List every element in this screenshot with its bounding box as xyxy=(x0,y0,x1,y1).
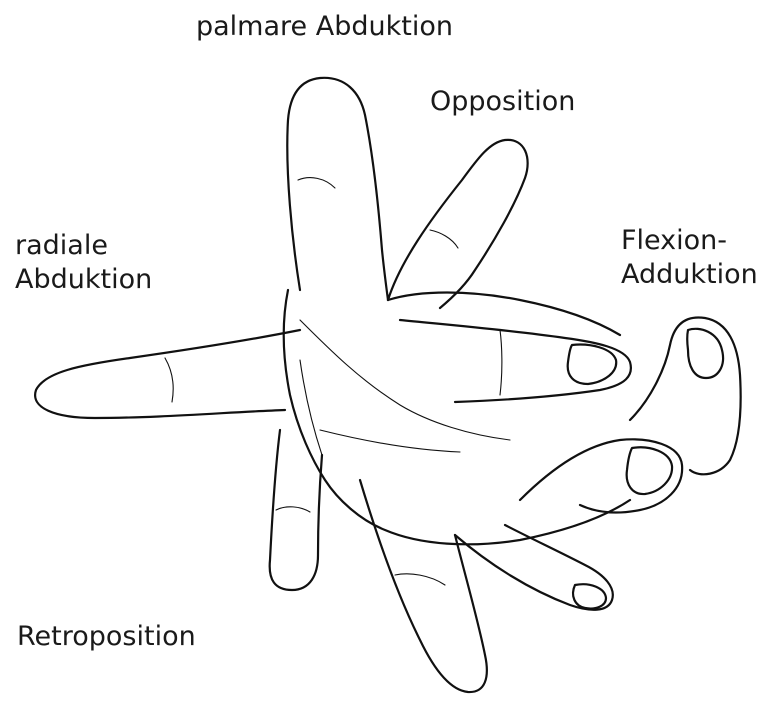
thumb-palmar-abduction-outline xyxy=(287,78,388,300)
thumb-opposition-outline xyxy=(388,140,528,308)
label-flexion-adduction-line2: Adduktion xyxy=(621,258,758,292)
label-radial-abduction: radiale Abduktion xyxy=(15,229,152,297)
thumb-radial-crease xyxy=(165,358,173,402)
index-fingernail xyxy=(568,345,617,384)
palm-crease-1 xyxy=(300,320,510,440)
thumb-flexion-adduction-outline xyxy=(630,317,741,474)
label-palmar-abduction: palmare Abduktion xyxy=(196,10,453,44)
middle-finger-outline xyxy=(360,480,487,692)
thumb-flexion-fingernail xyxy=(687,329,723,378)
ring-fingernail xyxy=(573,584,606,608)
thumb-retroposition-outline xyxy=(270,430,322,590)
palm-back-outline xyxy=(388,293,620,336)
index-finger-outline xyxy=(400,320,631,402)
thumb-opposition-crease xyxy=(430,230,458,248)
index-knuckle-crease xyxy=(500,330,502,395)
label-radial-abduction-line1: radiale xyxy=(15,229,152,263)
label-radial-abduction-line2: Abduktion xyxy=(15,263,152,297)
thumb-retroposition-crease xyxy=(276,507,310,512)
label-retroposition: Retroposition xyxy=(17,620,196,654)
middle-finger-crease xyxy=(395,574,445,585)
palm-crease-2 xyxy=(320,430,460,452)
label-flexion-adduction: Flexion- Adduktion xyxy=(621,224,758,292)
thumb-palmar-crease xyxy=(298,178,335,188)
thumb-radial-abduction-outline xyxy=(35,330,300,418)
curled-fingernail xyxy=(627,447,672,494)
label-flexion-adduction-line1: Flexion- xyxy=(621,224,758,258)
label-opposition: Opposition xyxy=(430,85,575,119)
palm-outline xyxy=(284,290,630,544)
